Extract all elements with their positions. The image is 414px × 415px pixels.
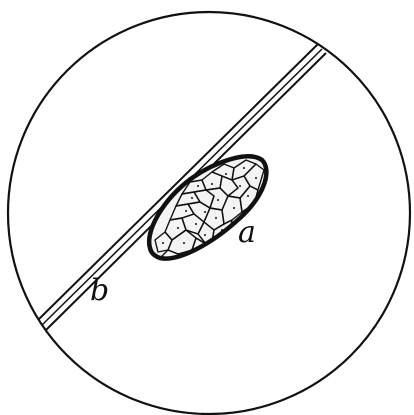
label-b: b [90, 273, 109, 308]
label-a: a [238, 215, 256, 250]
